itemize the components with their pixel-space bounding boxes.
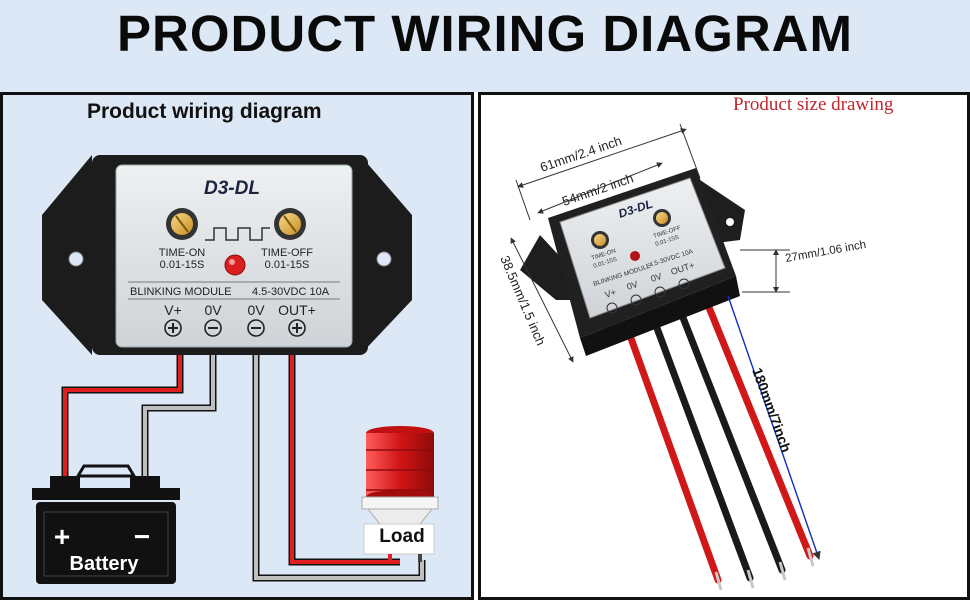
status-led <box>224 254 246 276</box>
wiring-panel-title: Product wiring diagram <box>87 100 322 123</box>
product-term-3: 0V <box>650 271 664 284</box>
dim-height: 27mm/1.06 inch <box>784 239 867 265</box>
model-name: D3-DL <box>204 178 260 199</box>
dimension-lines <box>510 123 821 560</box>
battery-minus-icon: − <box>134 521 150 552</box>
product-led <box>630 251 640 261</box>
size-drawing: D3-DL TIME-ON 0.01-15S TIME-OFF 0.01-15S… <box>497 123 867 591</box>
dim-length-total: 61mm/2.4 inch <box>538 133 624 175</box>
time-off-label: TIME-OFF <box>261 247 313 259</box>
battery-label: Battery <box>70 553 140 575</box>
module-label: BLINKING MODULE <box>130 286 231 298</box>
load-label: Load <box>379 526 424 547</box>
terminal-0v-icon-2 <box>247 319 265 337</box>
time-on-label: TIME-ON <box>159 247 205 259</box>
terminal-out-icon <box>288 319 306 337</box>
product-photo: D3-DL TIME-ON 0.01-15S TIME-OFF 0.01-15S… <box>520 168 745 356</box>
time-on-range: 0.01-15S <box>160 259 205 271</box>
time-on-knob[interactable] <box>166 208 198 240</box>
wire-vplus <box>61 340 184 485</box>
header-bar: PRODUCT WIRING DIAGRAM <box>0 0 970 92</box>
product-wires <box>624 296 815 591</box>
terminal-0v-label-1: 0V <box>204 302 222 318</box>
dim-wire-length: 180mm/7inch <box>749 366 794 455</box>
square-wave-icon <box>205 227 270 241</box>
warning-lamp-icon <box>361 426 439 562</box>
terminal-vplus-label: V+ <box>164 302 182 318</box>
terminal-0v-icon-1 <box>204 319 222 337</box>
terminal-0v-label-2: 0V <box>247 302 265 318</box>
mounting-flange-left <box>42 155 92 355</box>
wiring-diagram: D3-DL TIME-ON 0.01-15S TIME-OFF 0.01-15S… <box>32 155 439 584</box>
terminal-out-label: OUT+ <box>278 302 316 318</box>
terminal-vplus-icon <box>164 319 182 337</box>
product-term-1: V+ <box>604 287 618 300</box>
voltage-rating: 4.5-30VDC 10A <box>252 286 330 298</box>
panel-divider <box>478 92 481 600</box>
blinking-module: D3-DL TIME-ON 0.01-15S TIME-OFF 0.01-15S… <box>42 155 412 355</box>
time-off-range: 0.01-15S <box>265 259 310 271</box>
page-title: PRODUCT WIRING DIAGRAM <box>117 5 853 62</box>
battery-icon: + − <box>32 464 180 584</box>
size-panel-title: Product size drawing <box>733 94 894 115</box>
time-off-knob[interactable] <box>274 208 306 240</box>
battery-plus-icon: + <box>54 521 70 552</box>
product-term-2: 0V <box>626 279 640 292</box>
wires <box>61 340 426 582</box>
